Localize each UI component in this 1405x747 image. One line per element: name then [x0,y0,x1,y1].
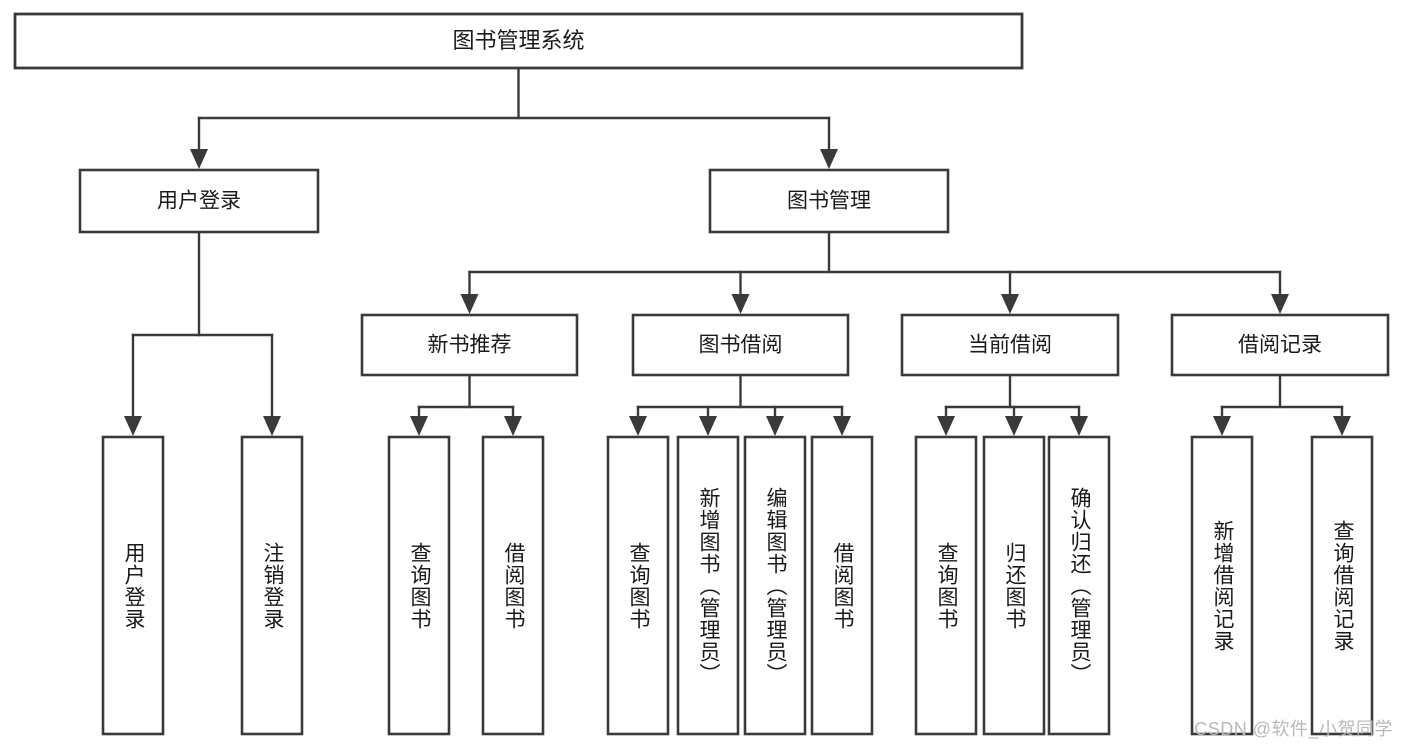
node-label-current-borrow: 当前借阅 [968,334,1052,357]
connector-edge-userlogin-to-leaves [124,230,281,436]
arrow-head-icon [124,416,142,436]
arrow-head-icon [263,416,281,436]
node-label-book-management: 图书管理 [787,190,871,213]
node-box-book-borrow[interactable] [631,313,850,377]
node-box-leaf-borrow-book[interactable] [810,435,874,736]
arrow-head-icon [629,416,647,436]
node-leaf-borrow-book[interactable] [810,435,874,736]
node-box-new-book-recommend[interactable] [360,313,579,377]
node-box-leaf-query-book-current[interactable] [914,435,978,736]
node-box-user-login[interactable] [78,168,320,234]
node-leaf-return-book[interactable] [982,435,1046,736]
node-box-leaf-return-book[interactable] [982,435,1046,736]
node-box-leaf-logout-login[interactable] [240,435,304,736]
connector-edge-record-to-leaves [1213,373,1351,436]
node-box-leaf-borrow-book-recommend[interactable] [481,435,545,736]
arrow-head-icon [504,416,522,436]
node-new-book-recommend[interactable]: 新书推荐 [360,313,579,377]
arrow-head-icon [1001,294,1019,314]
arrow-head-icon [190,149,208,169]
node-box-leaf-add-book-admin[interactable] [676,435,740,736]
node-box-borrow-record[interactable] [1170,313,1390,377]
arrow-head-icon [1070,416,1088,436]
node-leaf-query-book-recommend[interactable] [387,435,451,736]
node-borrow-record[interactable]: 借阅记录 [1170,313,1390,377]
node-book-borrow[interactable]: 图书借阅 [631,313,850,377]
node-leaf-query-borrow-record[interactable] [1310,435,1374,736]
node-box-leaf-query-book-recommend[interactable] [387,435,451,736]
node-leaf-add-book-admin[interactable] [676,435,740,736]
node-leaf-query-book-current[interactable] [914,435,978,736]
connectors-layer [124,66,1351,436]
node-current-borrow[interactable]: 当前借阅 [900,313,1120,377]
node-leaf-add-borrow-record[interactable] [1190,435,1254,736]
node-leaf-query-book-borrow[interactable] [606,435,670,736]
arrow-head-icon [1271,294,1289,314]
arrow-head-icon [410,416,428,436]
arrow-head-icon [1333,416,1351,436]
node-box-root[interactable] [13,12,1024,70]
node-box-leaf-edit-book-admin[interactable] [743,435,807,736]
node-leaf-user-login[interactable] [101,435,165,736]
node-box-book-management[interactable] [708,168,950,234]
node-label-book-borrow: 图书借阅 [699,334,783,357]
node-label-user-login: 用户登录 [157,190,241,213]
connector-edge-root-to-level1 [190,66,838,169]
node-box-leaf-confirm-return-admin[interactable] [1047,435,1111,736]
node-leaf-edit-book-admin[interactable] [743,435,807,736]
node-user-login[interactable]: 用户登录 [78,168,320,234]
arrow-head-icon [460,294,479,314]
node-box-leaf-user-login[interactable] [101,435,165,736]
arrow-head-icon [1213,416,1231,436]
watermark-text: CSDN @软件_小贺同学 [1194,719,1393,739]
node-label-root: 图书管理系统 [452,28,584,53]
node-book-management[interactable]: 图书管理 [708,168,950,234]
connector-edge-borrow-to-leaves [629,373,851,436]
node-label-borrow-record: 借阅记录 [1238,334,1322,357]
connector-edge-current-to-leaves [937,373,1088,436]
node-box-leaf-query-book-borrow[interactable] [606,435,670,736]
arrow-head-icon [833,416,851,436]
arrow-head-icon [699,416,717,436]
connector-edge-recommend-to-leaves [410,373,522,436]
node-leaf-confirm-return-admin[interactable] [1047,435,1111,736]
node-box-leaf-query-borrow-record[interactable] [1310,435,1374,736]
node-box-current-borrow[interactable] [900,313,1120,377]
arrow-head-icon [937,416,955,436]
arrow-head-icon [731,294,750,314]
arrow-head-icon [766,416,784,436]
node-root[interactable]: 图书管理系统 [13,12,1024,70]
node-label-new-book-recommend: 新书推荐 [428,334,512,357]
node-box-leaf-add-borrow-record[interactable] [1190,435,1254,736]
node-leaf-logout-login[interactable] [240,435,304,736]
node-leaf-borrow-book-recommend[interactable] [481,435,545,736]
arrow-head-icon [820,149,838,169]
arrow-head-icon [1005,416,1023,436]
connector-edge-bookmgmt-to-level2 [460,230,1289,314]
